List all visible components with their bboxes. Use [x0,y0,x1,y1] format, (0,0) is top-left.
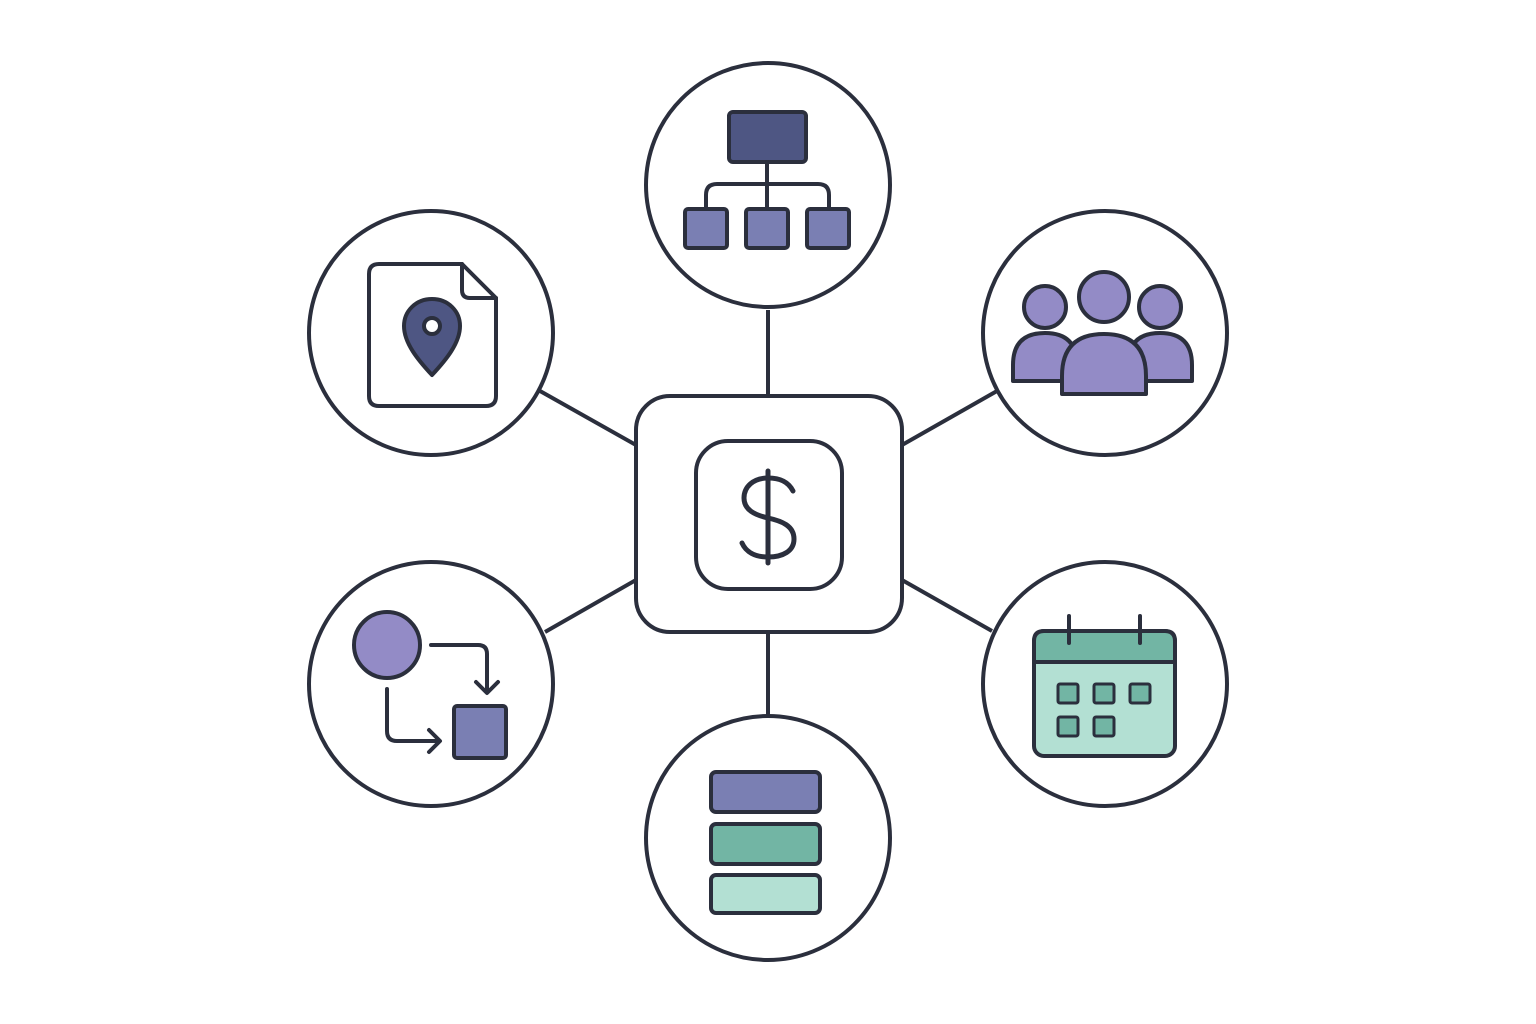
location-node[interactable] [307,209,555,457]
schedule-node[interactable] [981,560,1229,808]
edge-hub-workflow [544,578,637,634]
stacked-layers-icon [709,770,822,915]
workflow-node[interactable] [307,560,555,808]
edge-hub-location [539,389,637,447]
edge-hub-schedule [901,578,993,633]
calendar-icon [1032,614,1177,758]
hub-node[interactable] [634,394,904,634]
team-node[interactable] [981,209,1229,457]
edge-hub-team [901,389,998,447]
process-flow-icon [352,610,508,760]
connectors [539,310,998,717]
hierarchy-node[interactable] [644,61,892,309]
people-group-icon [1011,270,1194,396]
stack-node[interactable] [644,714,892,962]
workflow-node-circle [307,560,555,808]
location-document-icon [367,262,498,408]
dollar-sign-icon [739,468,797,566]
org-chart-icon [683,110,851,250]
